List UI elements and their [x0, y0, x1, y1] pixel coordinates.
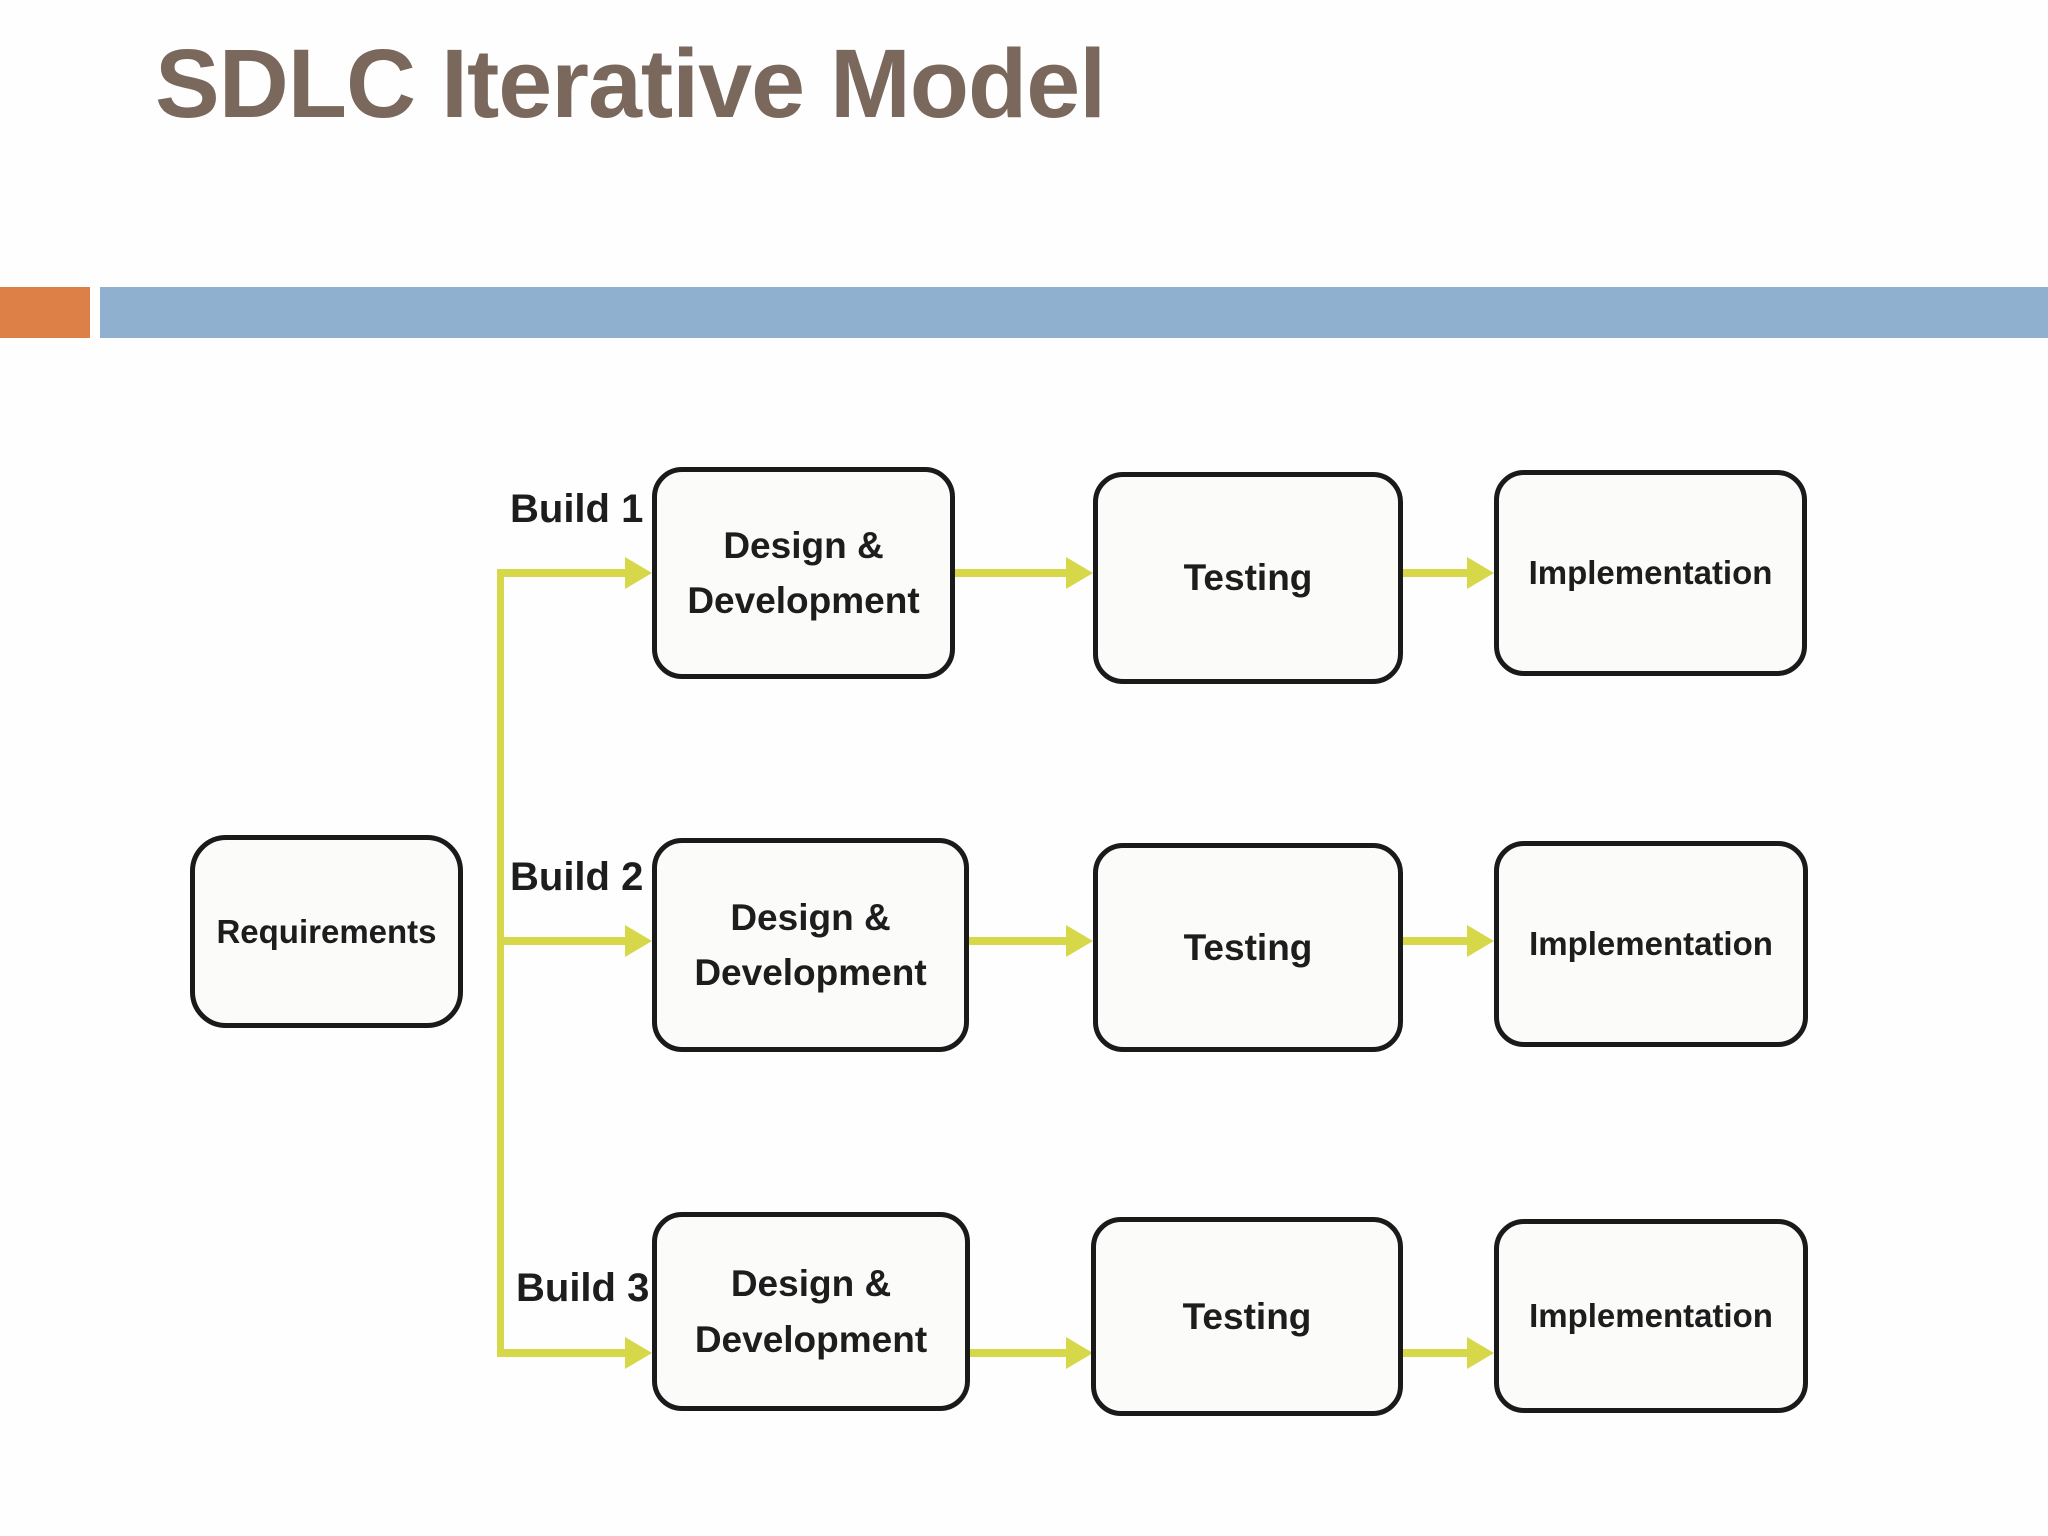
- blue-header-bar: [100, 287, 2048, 338]
- design-to-testing-arrow-1: [955, 569, 1066, 577]
- page-title: SDLC Iterative Model: [155, 29, 1106, 138]
- implementation-label-2: Implementation: [1529, 925, 1773, 962]
- design-development-box-3: Design & Development: [652, 1212, 970, 1411]
- build-1-branch-arrow: [497, 569, 625, 577]
- testing-label-2: Testing: [1183, 926, 1313, 968]
- testing-label-3: Testing: [1182, 1295, 1312, 1337]
- testing-box-1: Testing: [1093, 472, 1403, 684]
- build-2-label: Build 2: [510, 855, 644, 899]
- design-to-testing-arrow-3: [970, 1349, 1066, 1357]
- build-3-branch-arrow: [497, 1349, 625, 1357]
- design-to-testing-arrow-2: [969, 937, 1066, 945]
- implementation-box-1: Implementation: [1494, 470, 1807, 676]
- branch-trunk-line: [497, 569, 504, 1357]
- orange-accent-bar: [0, 287, 90, 338]
- implementation-label-1: Implementation: [1528, 554, 1773, 591]
- testing-to-implementation-arrow-3: [1403, 1349, 1467, 1357]
- design-development-label-2: Design & Development: [694, 896, 927, 994]
- testing-to-implementation-arrow-2: [1403, 937, 1467, 945]
- implementation-box-3: Implementation: [1494, 1219, 1808, 1413]
- requirements-label: Requirements: [216, 912, 437, 950]
- design-development-label-1: Design & Development: [687, 524, 920, 622]
- testing-box-2: Testing: [1093, 843, 1403, 1052]
- requirements-box: Requirements: [190, 835, 463, 1028]
- build-1-label: Build 1: [510, 487, 644, 531]
- testing-to-implementation-arrow-1: [1403, 569, 1467, 577]
- design-development-label-3: Design & Development: [694, 1263, 928, 1360]
- design-development-box-2: Design & Development: [652, 838, 969, 1052]
- design-development-box-1: Design & Development: [652, 467, 955, 679]
- build-2-branch-arrow: [497, 937, 625, 945]
- implementation-label-3: Implementation: [1529, 1297, 1773, 1334]
- build-3-label: Build 3: [516, 1266, 650, 1310]
- testing-label-1: Testing: [1183, 557, 1313, 598]
- testing-box-3: Testing: [1091, 1217, 1403, 1416]
- implementation-box-2: Implementation: [1494, 841, 1808, 1047]
